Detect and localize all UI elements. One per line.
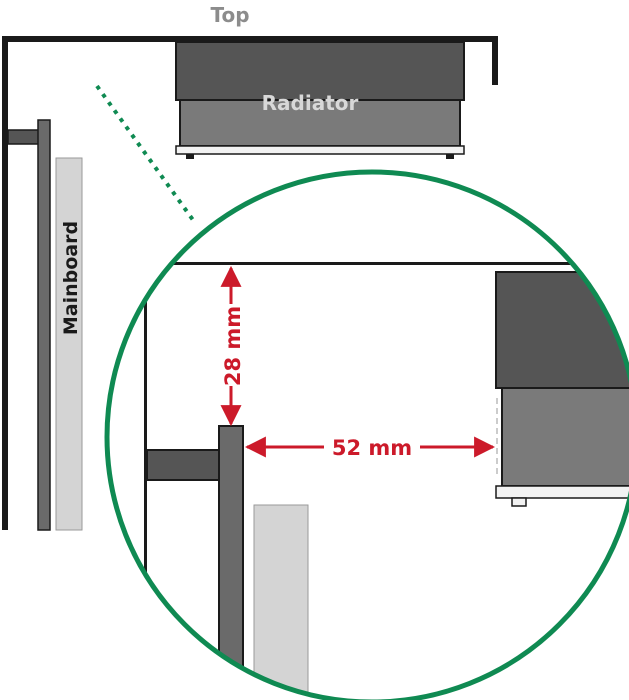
vertical-gap-label: 28 mm bbox=[221, 306, 245, 386]
case-overview bbox=[2, 36, 498, 531]
mainboard-mount-bracket bbox=[7, 129, 41, 145]
radiator-top-block bbox=[175, 41, 465, 101]
radiator-base-plate bbox=[175, 145, 465, 155]
mainboard-standoff-pillar bbox=[37, 119, 51, 531]
zoom-radiator-foot bbox=[511, 497, 527, 507]
radiator-foot-right bbox=[446, 154, 454, 159]
zoom-case-top bbox=[107, 262, 629, 265]
zoom-radiator-top-block bbox=[495, 271, 629, 389]
zoom-mainboard-panel bbox=[253, 504, 309, 700]
zoom-pointer-dotted bbox=[95, 84, 195, 222]
zoom-ring bbox=[104, 169, 629, 700]
mainboard-panel bbox=[55, 157, 83, 531]
zoom-case-wall bbox=[144, 295, 147, 700]
zoom-mount-bracket bbox=[146, 449, 222, 481]
zoom-radiator-base bbox=[495, 485, 629, 499]
radiator-lower-block bbox=[179, 99, 461, 147]
zoom-detail bbox=[104, 169, 629, 700]
radiator-label: Radiator bbox=[262, 91, 359, 115]
top-label: Top bbox=[210, 3, 249, 27]
mainboard-label: Mainboard bbox=[60, 221, 82, 335]
horizontal-gap-label: 52 mm bbox=[332, 436, 412, 460]
radiator-foot-left bbox=[186, 154, 194, 159]
zoom-radiator-lower-block bbox=[501, 387, 629, 487]
